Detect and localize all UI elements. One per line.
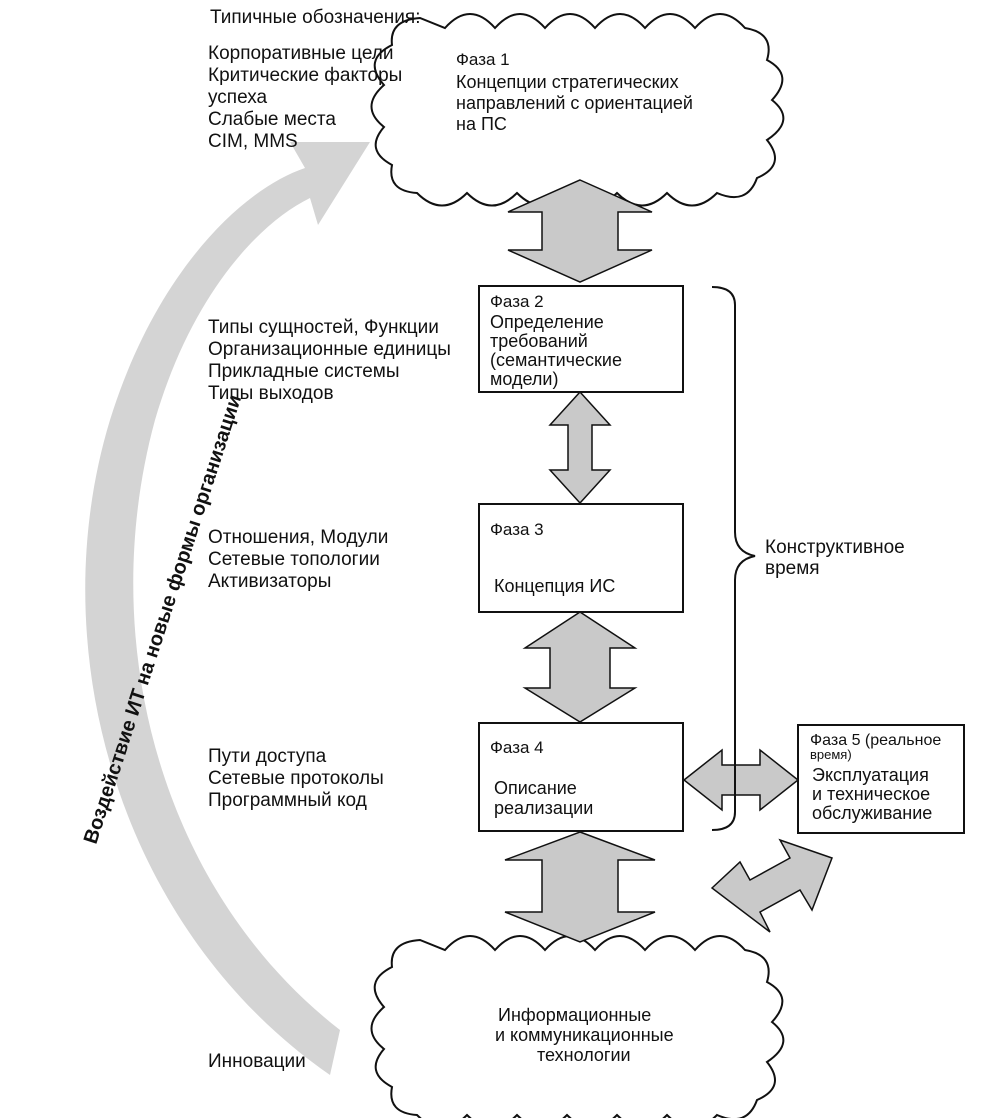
phase5-line: Эксплуатация <box>812 765 929 785</box>
phase3-label: Фаза 3 <box>490 520 544 539</box>
phase4-box <box>478 722 684 832</box>
phase1-item: успеха <box>208 87 268 108</box>
arrow-phase4-phase5 <box>682 748 800 812</box>
phase4-item: Пути доступа <box>208 746 327 767</box>
brace-label: время <box>765 558 820 579</box>
phase1-item: Корпоративные цели <box>208 43 394 64</box>
phase2-line: модели) <box>490 369 559 389</box>
phase1-cloud <box>370 13 785 207</box>
phase3-text: Концепция ИС <box>494 576 616 596</box>
phase2-line: требований <box>490 331 588 351</box>
bottom-cloud-line: и коммуникационные <box>495 1025 674 1045</box>
bottom-cloud-line: Информационные <box>498 1005 652 1025</box>
phase3-item: Активизаторы <box>208 571 332 592</box>
arrow-diagonal <box>710 838 833 933</box>
bottom-cloud <box>370 935 785 1118</box>
typical-heading: Типичные обозначения: <box>210 7 421 28</box>
phase5-label: Фаза 5 (реальное <box>810 732 942 749</box>
arrow-phase2-phase3 <box>548 390 612 505</box>
phase1-item: Слабые места <box>208 109 336 130</box>
phase3-item: Сетевые топологии <box>208 549 380 570</box>
phase2-item: Прикладные системы <box>208 361 400 382</box>
curved-arrow <box>85 142 370 1075</box>
phase4-line: Описание <box>494 778 577 798</box>
arrow-phase3-phase4 <box>522 611 638 723</box>
construction-brace <box>711 286 756 831</box>
phase2-item: Типы сущностей, Функции <box>208 317 439 338</box>
phase3-box <box>478 503 684 613</box>
phase2-item: Организационные единицы <box>208 339 451 360</box>
phase1-item: Критические факторы <box>208 65 403 86</box>
phase1-label: Фаза 1 <box>456 50 510 69</box>
phase1-line: направлений с ориентацией <box>456 93 693 113</box>
innovations-label: Инновации <box>208 1051 306 1072</box>
phase4-item: Сетевые протоколы <box>208 768 384 789</box>
phase4-item: Программный код <box>208 790 367 811</box>
arrow-phase4-cloud <box>504 831 656 943</box>
phase2-line: (семантические <box>490 350 622 370</box>
bottom-cloud-line: технологии <box>537 1045 631 1065</box>
phase2-item: Типы выходов <box>208 383 334 404</box>
phase2-box <box>478 285 684 393</box>
phase1-item: CIM, MMS <box>208 131 298 152</box>
arrow-phase1-phase2 <box>507 179 653 283</box>
phase5-label-sub: время) <box>810 747 852 762</box>
phase3-item: Отношения, Модули <box>208 527 389 548</box>
phase5-line: обслуживание <box>812 803 933 823</box>
phase2-label: Фаза 2 <box>490 292 544 311</box>
phase5-box <box>797 724 965 834</box>
phase1-line: на ПС <box>456 114 507 134</box>
phase5-line: и техническое <box>812 784 931 804</box>
phase2-line: Определение <box>490 312 604 332</box>
phase4-line: реализации <box>494 798 594 818</box>
brace-label: Конструктивное <box>765 537 905 558</box>
phase4-label: Фаза 4 <box>490 738 544 757</box>
phase1-line: Концепции стратегических <box>456 72 679 92</box>
